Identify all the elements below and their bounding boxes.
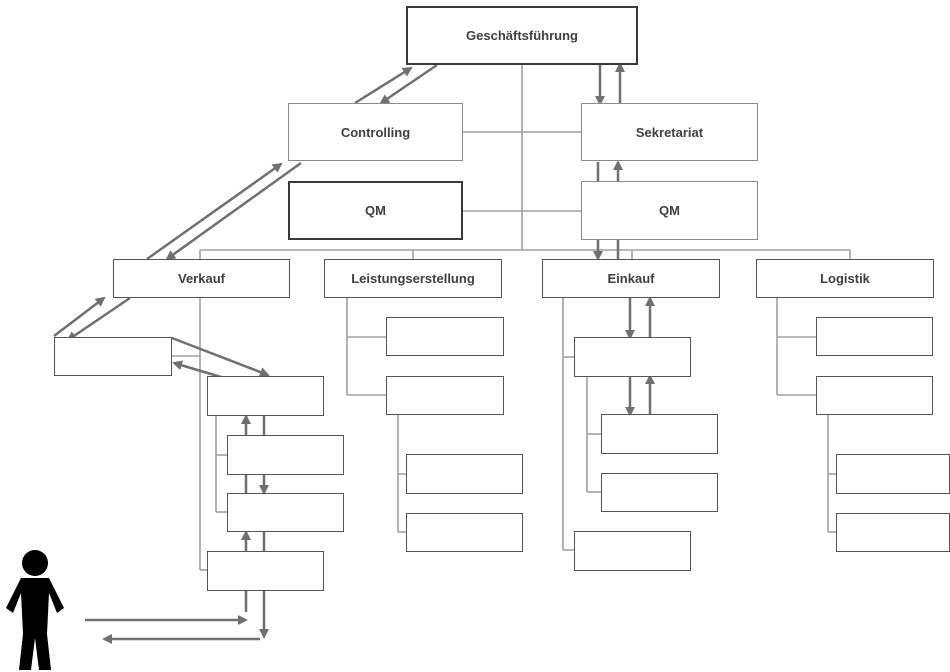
leistungserstellung-sub-box (406, 454, 523, 494)
controlling-box: Controlling (288, 103, 463, 161)
logistik-sub-box (836, 513, 950, 552)
einkauf-sub-box (574, 531, 691, 571)
logistik-sub-box (836, 454, 950, 494)
department-logistik: Logistik (756, 259, 934, 298)
geschaeftsfuehrung-label: Geschäftsführung (466, 28, 578, 43)
einkauf-sub-box (601, 473, 718, 512)
controlling-label: Controlling (340, 124, 411, 140)
department-verkauf: Verkauf (113, 259, 290, 298)
verkauf-sub-box (207, 376, 324, 416)
department-leistungserstellung-label: Leistungserstellung (351, 271, 475, 286)
sekretariat-box: Sekretariat (581, 103, 758, 161)
verkauf-sub-box (227, 493, 344, 532)
side-unit-box (54, 337, 172, 376)
logistik-sub-box (816, 317, 933, 356)
person-silhouette-icon (6, 550, 64, 670)
sekretariat-label: Sekretariat (635, 124, 704, 140)
hierarchy-lines (172, 64, 851, 571)
process-arrows (53, 62, 655, 644)
department-einkauf: Einkauf (542, 259, 720, 298)
department-leistungserstellung: Leistungserstellung (324, 259, 502, 298)
department-einkauf-label: Einkauf (607, 271, 655, 286)
leistungserstellung-sub-box (406, 513, 523, 552)
geschaeftsfuehrung-box: Geschäftsführung (406, 6, 638, 65)
qm-right-box: QM (581, 181, 758, 240)
logistik-sub-box (816, 376, 933, 415)
leistungserstellung-sub-box (386, 317, 504, 356)
verkauf-sub-box (227, 435, 344, 475)
department-logistik-label: Logistik (820, 271, 870, 286)
qm-right-label: QM (659, 203, 680, 218)
einkauf-sub-box (574, 337, 691, 377)
department-verkauf-label: Verkauf (178, 271, 225, 286)
verkauf-sub-box (207, 551, 324, 591)
einkauf-sub-box (601, 414, 718, 454)
leistungserstellung-sub-box (386, 376, 504, 415)
qm-left-box: QM (288, 181, 463, 240)
qm-left-label: QM (365, 203, 386, 218)
